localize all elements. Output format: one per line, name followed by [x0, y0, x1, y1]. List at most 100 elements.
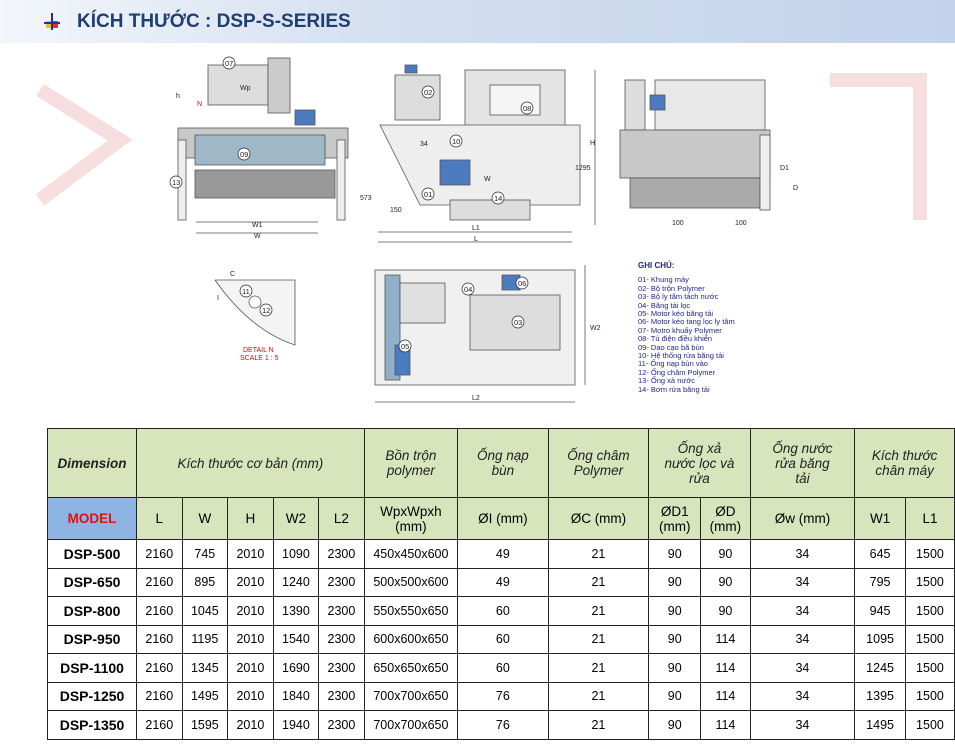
value-cell: 90 — [700, 567, 751, 597]
model-cell: DSP-950 — [46, 624, 138, 654]
value-cell: 1500 — [904, 710, 955, 740]
value-cell: 114 — [700, 653, 751, 683]
value-cell: 1500 — [904, 539, 955, 569]
value-cell: 21 — [547, 539, 650, 569]
drawing-label: D — [793, 185, 798, 192]
value-cell: 1095 — [854, 624, 906, 654]
column-header: W2 — [272, 497, 320, 540]
drawing-label: 03 — [514, 318, 522, 327]
value-cell: 1500 — [904, 624, 955, 654]
page-header: KÍCH THƯỚC : DSP-S-SERIES — [0, 0, 955, 43]
value-cell: 2160 — [136, 596, 183, 626]
note-item: 01- Khung máy — [638, 275, 689, 285]
drawing-label: 11 — [242, 287, 250, 296]
value-cell: 21 — [547, 710, 650, 740]
drawing-label: 100 — [735, 220, 747, 227]
value-cell: 500x500x600 — [363, 567, 459, 597]
column-header: ØC (mm) — [547, 497, 650, 540]
value-cell: 1495 — [181, 681, 229, 711]
value-cell: 1500 — [904, 596, 955, 626]
value-cell: 2300 — [318, 681, 365, 711]
column-header: W1 — [854, 497, 906, 540]
value-cell: 2300 — [318, 710, 365, 740]
drawing-label: 01 — [424, 190, 432, 199]
value-cell: 90 — [648, 539, 702, 569]
value-cell: 1090 — [272, 539, 320, 569]
value-cell: 2010 — [227, 596, 274, 626]
drawing-label: 04 — [464, 285, 472, 294]
column-header: ØD (mm) — [700, 497, 751, 540]
value-cell: 1240 — [272, 567, 320, 597]
value-cell: 2160 — [136, 624, 183, 654]
value-cell: 700x700x650 — [363, 681, 459, 711]
model-cell: DSP-1350 — [46, 710, 138, 740]
note-item: 09- Dao cạo bã bùn — [638, 342, 704, 352]
drawing-label: 07 — [225, 59, 233, 68]
value-cell: 90 — [648, 653, 702, 683]
value-cell: 21 — [547, 681, 650, 711]
value-cell: 34 — [749, 710, 856, 740]
drawing-label: L — [474, 236, 478, 243]
value-cell: 49 — [457, 567, 549, 597]
value-cell: 1500 — [904, 681, 955, 711]
drawing-label: 12 — [262, 306, 270, 315]
drawing-label: I — [217, 295, 219, 302]
tank-header: Bồn trộn polymer — [363, 428, 459, 498]
value-cell: 34 — [749, 567, 856, 597]
value-cell: 2160 — [136, 681, 183, 711]
value-cell: 90 — [648, 681, 702, 711]
value-cell: 60 — [457, 624, 549, 654]
dimension-table: Dimension Kích thước cơ bản (mm) Bồn trộ… — [46, 428, 955, 740]
dimension-header: Dimension — [46, 428, 138, 498]
watermark-logo — [35, 73, 927, 220]
detail-scale: SCALE 1 : 5 — [240, 355, 279, 362]
column-header: W — [181, 497, 229, 540]
value-cell: 2010 — [227, 567, 274, 597]
value-cell: 1940 — [272, 710, 320, 740]
value-cell: 114 — [700, 710, 751, 740]
model-header: MODEL — [46, 497, 138, 540]
value-cell: 21 — [547, 653, 650, 683]
column-header: L — [136, 497, 183, 540]
note-item: 06- Motor kéo tang lọc ly tâm — [638, 317, 735, 327]
model-cell: DSP-1250 — [46, 681, 138, 711]
value-cell: 650x650x650 — [363, 653, 459, 683]
drawing-label: 08 — [523, 104, 531, 113]
drawing-label: W — [484, 176, 491, 183]
model-cell: DSP-1100 — [46, 653, 138, 683]
drawing-label: L1 — [472, 225, 480, 232]
value-cell: 2010 — [227, 710, 274, 740]
column-header: L1 — [904, 497, 955, 540]
value-cell: 60 — [457, 596, 549, 626]
value-cell: 34 — [749, 653, 856, 683]
value-cell: 2160 — [136, 653, 183, 683]
drawing-label: 100 — [672, 220, 684, 227]
column-header: WpxWpxh (mm) — [363, 497, 459, 540]
column-header: ØI (mm) — [457, 497, 549, 540]
table-header-row: Dimension Kích thước cơ bản (mm) Bồn trộ… — [46, 428, 955, 498]
drawing-label: 02 — [424, 88, 432, 97]
drawing-label: 1295 — [575, 165, 591, 172]
drawing-label: 150 — [390, 207, 402, 214]
note-item: 12- Ống châm Polymer — [638, 367, 716, 377]
drawing-label: 10 — [452, 137, 460, 146]
value-cell: 114 — [700, 681, 751, 711]
value-cell: 2010 — [227, 624, 274, 654]
value-cell: 2160 — [136, 567, 183, 597]
value-cell: 49 — [457, 539, 549, 569]
drawing-label: 05 — [401, 342, 409, 351]
note-item: 08- Tủ điện điều khiển — [638, 334, 713, 344]
bullet-icon — [44, 13, 60, 30]
note-item: 14- Bơm rửa băng tải — [638, 384, 710, 394]
drawing-label: 34 — [420, 141, 428, 148]
value-cell: 90 — [700, 596, 751, 626]
value-cell: 895 — [181, 567, 229, 597]
notes-heading: GHI CHÚ: — [638, 261, 675, 270]
value-cell: 34 — [749, 681, 856, 711]
note-item: 11- Ống nạp bùn vào — [638, 359, 708, 369]
value-cell: 600x600x650 — [363, 624, 459, 654]
